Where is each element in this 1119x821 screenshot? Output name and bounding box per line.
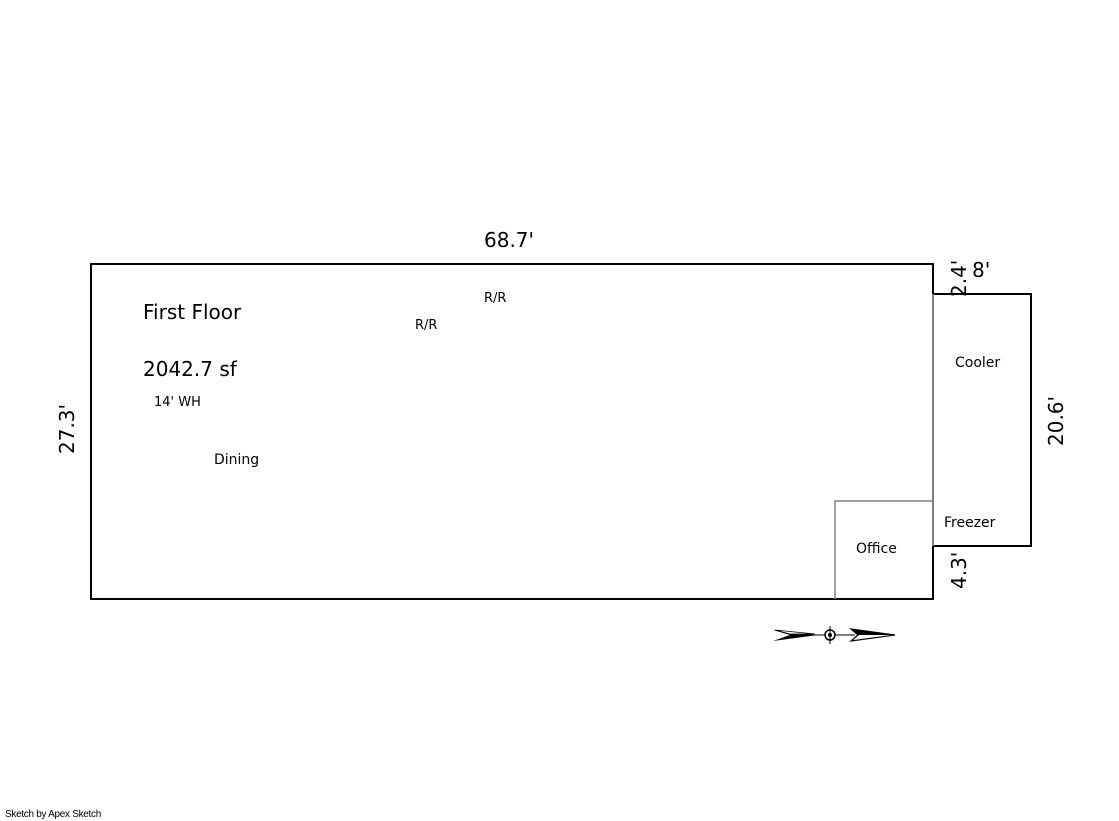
room-label-restroom-1: R/R xyxy=(484,291,507,306)
dimension-extension-top-width: 8' xyxy=(972,258,991,282)
sketch-credit: Sketch by Apex Sketch xyxy=(5,809,101,820)
room-label-cooler: Cooler xyxy=(955,355,1001,371)
room-label-freezer: Freezer xyxy=(944,515,996,531)
dimension-right-extension: 20.6' xyxy=(1044,395,1068,446)
office-walls xyxy=(834,500,933,599)
wall-height-label: 14' WH xyxy=(154,395,201,410)
room-label-office: Office xyxy=(856,541,897,557)
floor-title: First Floor xyxy=(143,300,242,324)
room-label-dining: Dining xyxy=(214,452,260,468)
dimension-left: 27.3' xyxy=(55,403,79,454)
north-arrow-icon xyxy=(773,626,896,644)
dimension-top: 68.7' xyxy=(484,228,535,252)
dimension-extension-top-offset: 2.4' xyxy=(947,259,971,297)
dimension-extension-bottom-offset: 4.3' xyxy=(947,551,971,589)
cooler-freezer-extension-outline xyxy=(933,293,1032,547)
floor-area: 2042.7 sf xyxy=(143,357,237,381)
room-label-restroom-2: R/R xyxy=(415,318,438,333)
